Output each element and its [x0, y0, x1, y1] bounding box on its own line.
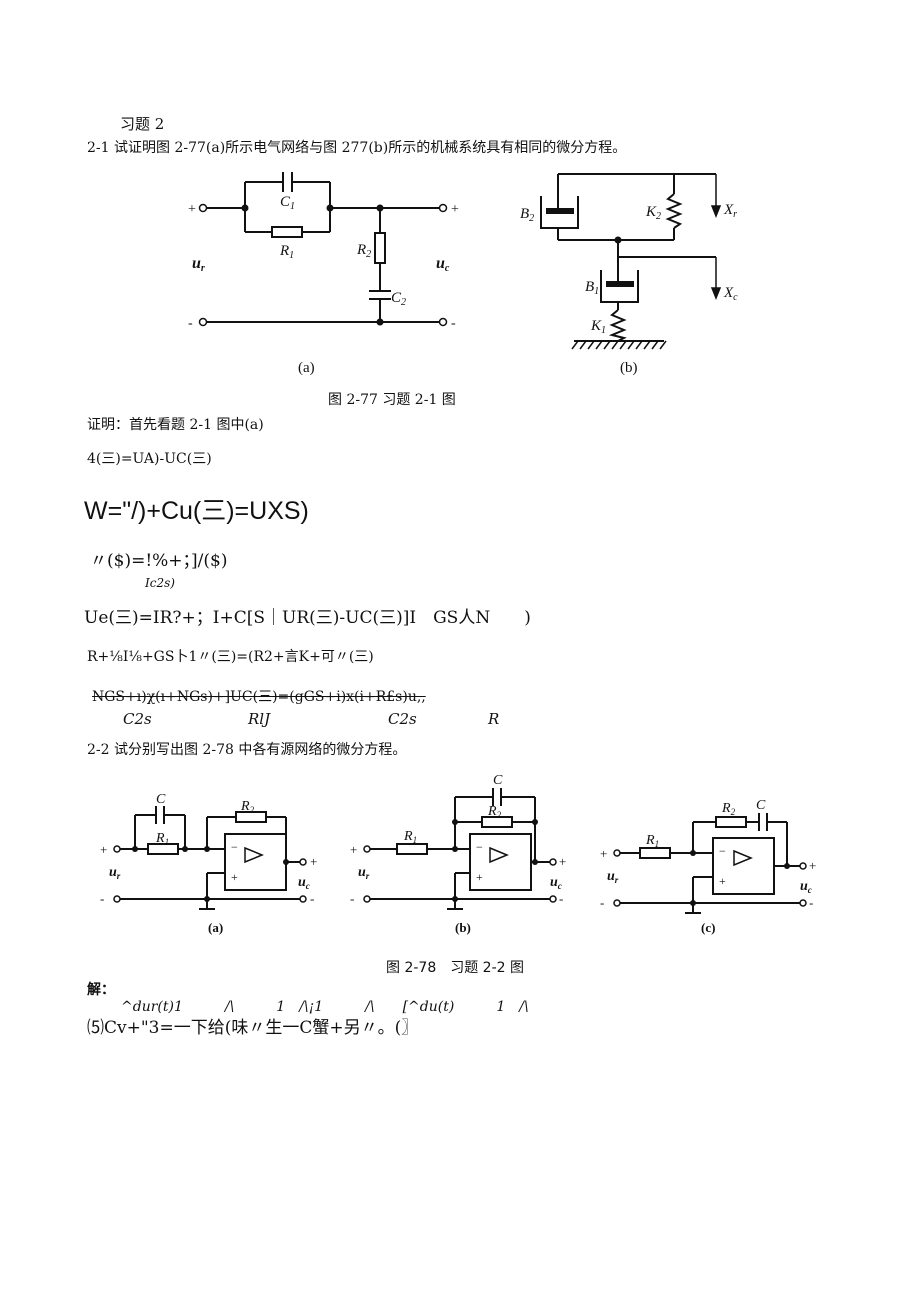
figure-278-label-b: (b) [455, 920, 471, 935]
b-minus-out: - [559, 891, 563, 906]
minus-right: - [451, 316, 456, 331]
proof-line-6: R+⅛I⅛+GS卜1〃(三)=(R2+言K+可〃(三) [87, 649, 374, 665]
b-plus-in: + [350, 842, 357, 857]
c-plus-out: + [809, 858, 816, 873]
proof-line-7-sub-1: C2s [123, 710, 152, 728]
problem-2-1-text: 2-1 试证明图 2-77(a)所示电气网络与图 277(b)所示的机械系统具有… [87, 140, 627, 156]
solution-line-2: ⑸Cv+"3=一下给(味〃生一C蟹+另〃。(〗 [87, 1018, 419, 1038]
plus-left: + [188, 202, 196, 217]
figure-278-label-c: (c) [701, 920, 715, 935]
label-k1: K1 [590, 318, 606, 336]
problem-2-2-text: 2-2 试分别写出图 2-78 中各有源网络的微分方程。 [87, 742, 407, 758]
c-minus-in: - [600, 895, 604, 910]
label-b2: B2 [520, 206, 534, 224]
a-label-ur: ur [109, 865, 121, 881]
plus-right: + [451, 202, 459, 217]
proof-line-7-sub-2: RlJ [248, 710, 271, 728]
circuit-a [120, 806, 300, 910]
label-xc: Xc [723, 285, 738, 303]
a-minus-in: - [100, 891, 104, 906]
proof-line-7: NGS+ı)χ(ı+NGs)+]UC(三)=(gGS+i)x(i+R£s)u,, [92, 689, 426, 705]
label-xr: Xr [723, 202, 737, 220]
a-label-r1: R1 [155, 831, 169, 847]
b-opamp-plus: + [476, 870, 483, 884]
solution-label: 解： [87, 982, 115, 998]
c-opamp-minus: − [719, 844, 726, 858]
b-opamp-minus: − [476, 840, 483, 854]
a-plus-in: + [100, 842, 107, 857]
c-label-uc: uc [800, 879, 812, 895]
label-c1: C1 [280, 194, 295, 212]
damper-b2-piston [546, 208, 574, 214]
solution-line-1: ^dur(t)1 /\ 1 /\¡1 /\ [^du(t) 1 /\ [121, 999, 529, 1015]
c-opamp-plus: + [719, 874, 726, 888]
c-label-r1: R1 [645, 833, 659, 849]
minus-left: - [188, 316, 193, 331]
a-label-uc: uc [298, 875, 310, 891]
proof-line-1: 证明：首先看题 2-1 图中(a) [87, 417, 264, 433]
label-k2: K2 [645, 204, 661, 222]
proof-line-3: W="/)+Cu(三)=UXS) [84, 497, 309, 525]
b-label-ur: ur [358, 865, 370, 881]
label-b1: B1 [585, 279, 599, 297]
label-r2: R2 [356, 242, 371, 260]
a-label-c: C [156, 792, 166, 807]
figure-2-77-caption: 图 2-77 习题 2-1 图 [328, 392, 456, 408]
circuit-c [620, 813, 800, 914]
damper-b1-piston [606, 281, 634, 287]
figure-label-b: (b) [620, 360, 638, 376]
b-plus-out: + [559, 854, 566, 869]
exercise-heading: 习题 2 [120, 115, 165, 133]
label-uc: uc [436, 255, 450, 274]
b-minus-in: - [350, 891, 354, 906]
proof-line-5: Ue(三)=IR?+；I+C[S｜UR(三)-UC(三)]I GS人N ) [84, 608, 531, 628]
label-r1: R1 [279, 243, 294, 261]
proof-line-7-sub-4: R [488, 710, 500, 728]
c-label-r2: R2 [721, 801, 736, 817]
b-label-c: C [493, 773, 503, 788]
a-opamp-plus: + [231, 870, 238, 884]
proof-line-4: 〃($)=!%+；]/($) [90, 551, 228, 571]
label-c2: C2 [391, 290, 406, 308]
proof-line-4-sub: Ic2s) [145, 576, 175, 590]
proof-line-2: 4(三)=UA)-UC(三) [87, 451, 212, 467]
figure-2-78-caption: 图 2-78 习题 2-2 图 [386, 960, 524, 976]
figure-278-label-a: (a) [208, 920, 223, 935]
b-label-r1: R1 [403, 829, 417, 845]
c-label-ur: ur [607, 869, 619, 885]
proof-line-7-sub-3: C2s [388, 710, 417, 728]
a-plus-out: + [310, 854, 317, 869]
c-minus-out: - [809, 895, 813, 910]
c-label-c: C [756, 798, 766, 813]
label-ur: ur [192, 255, 205, 274]
a-minus-out: - [310, 891, 314, 906]
b-label-r2: R2 [487, 804, 502, 820]
c-plus-in: + [600, 846, 607, 861]
b-label-uc: uc [550, 875, 562, 891]
a-opamp-minus: − [231, 840, 238, 854]
figure-label-a: (a) [298, 360, 315, 376]
a-label-r2: R2 [240, 799, 255, 815]
circuit-b [370, 788, 550, 910]
